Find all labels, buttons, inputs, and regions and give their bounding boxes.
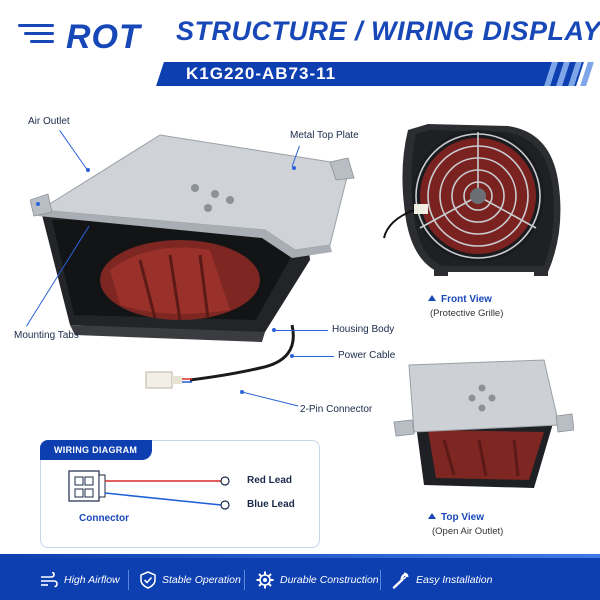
dot-mounting-tabs bbox=[36, 202, 40, 206]
label-2pin-connector: 2-Pin Connector bbox=[300, 404, 373, 415]
page-title: STRUCTURE / WIRING DISPLAY bbox=[176, 16, 600, 46]
front-view-illustration bbox=[383, 124, 561, 276]
wiring-schematic bbox=[68, 470, 230, 510]
feature-durable-construction: Durable Construction bbox=[256, 570, 379, 590]
triangle-up-icon bbox=[428, 513, 436, 519]
gear-icon bbox=[256, 571, 274, 589]
blue-lead-label: Blue Lead bbox=[247, 499, 295, 510]
top-view-title: Top View bbox=[428, 512, 484, 523]
wrench-icon bbox=[392, 572, 409, 589]
feature-high-airflow: High Airflow bbox=[40, 570, 120, 590]
feature-stable-operation: Stable Operation bbox=[140, 570, 241, 590]
dot-housing-body bbox=[272, 328, 276, 332]
features-bar bbox=[0, 558, 600, 600]
dot-metal-top-plate bbox=[292, 166, 296, 170]
feature-divider bbox=[128, 570, 129, 590]
connector-label: Connector bbox=[79, 513, 129, 524]
wiring-diagram-panel: WIRING DIAGRAM Red Lead Blue Lead Connec… bbox=[40, 440, 320, 548]
leader-power-cable bbox=[294, 356, 334, 357]
feature-easy-installation: Easy Installation bbox=[392, 570, 492, 590]
model-number: K1G220-AB73-11 bbox=[186, 64, 337, 83]
wind-icon bbox=[41, 572, 58, 588]
feature-divider bbox=[244, 570, 245, 590]
fan-impeller bbox=[100, 240, 260, 321]
footer-accent bbox=[0, 554, 600, 560]
feature-label: Stable Operation bbox=[162, 574, 241, 586]
top-view-illustration bbox=[393, 359, 574, 488]
triangle-up-icon bbox=[428, 295, 436, 301]
brand-logo: ROT bbox=[16, 14, 146, 56]
dot-2pin-connector bbox=[240, 390, 244, 394]
header: ROT STRUCTURE / WIRING DISPLAY K1G220-AB… bbox=[0, 0, 600, 95]
dot-air-outlet bbox=[86, 168, 90, 172]
red-lead-label: Red Lead bbox=[247, 475, 293, 486]
front-view-subtitle: (Protective Grille) bbox=[430, 308, 504, 319]
leader-housing-body bbox=[276, 330, 328, 331]
label-air-outlet: Air Outlet bbox=[28, 116, 70, 127]
connector-plug bbox=[145, 371, 192, 389]
wiring-diagram-heading: WIRING DIAGRAM bbox=[40, 440, 152, 460]
shield-check-icon bbox=[140, 571, 156, 589]
dot-power-cable bbox=[290, 354, 294, 358]
front-view-title-text: Front View bbox=[441, 294, 492, 305]
feature-label: Easy Installation bbox=[416, 574, 493, 586]
label-housing-body: Housing Body bbox=[332, 324, 395, 335]
front-view-title: Front View bbox=[428, 294, 492, 305]
feature-divider bbox=[380, 570, 381, 590]
blower-main-illustration bbox=[30, 134, 355, 389]
feature-label: Durable Construction bbox=[280, 574, 379, 586]
top-view-title-text: Top View bbox=[441, 512, 484, 523]
feature-label: High Airflow bbox=[64, 574, 120, 586]
label-power-cable: Power Cable bbox=[338, 350, 396, 361]
top-view-subtitle: (Open Air Outlet) bbox=[432, 526, 504, 537]
label-metal-top-plate: Metal Top Plate bbox=[290, 130, 359, 141]
brand-name: ROT bbox=[66, 18, 141, 56]
label-mounting-tabs: Mounting Tabs bbox=[14, 330, 79, 341]
